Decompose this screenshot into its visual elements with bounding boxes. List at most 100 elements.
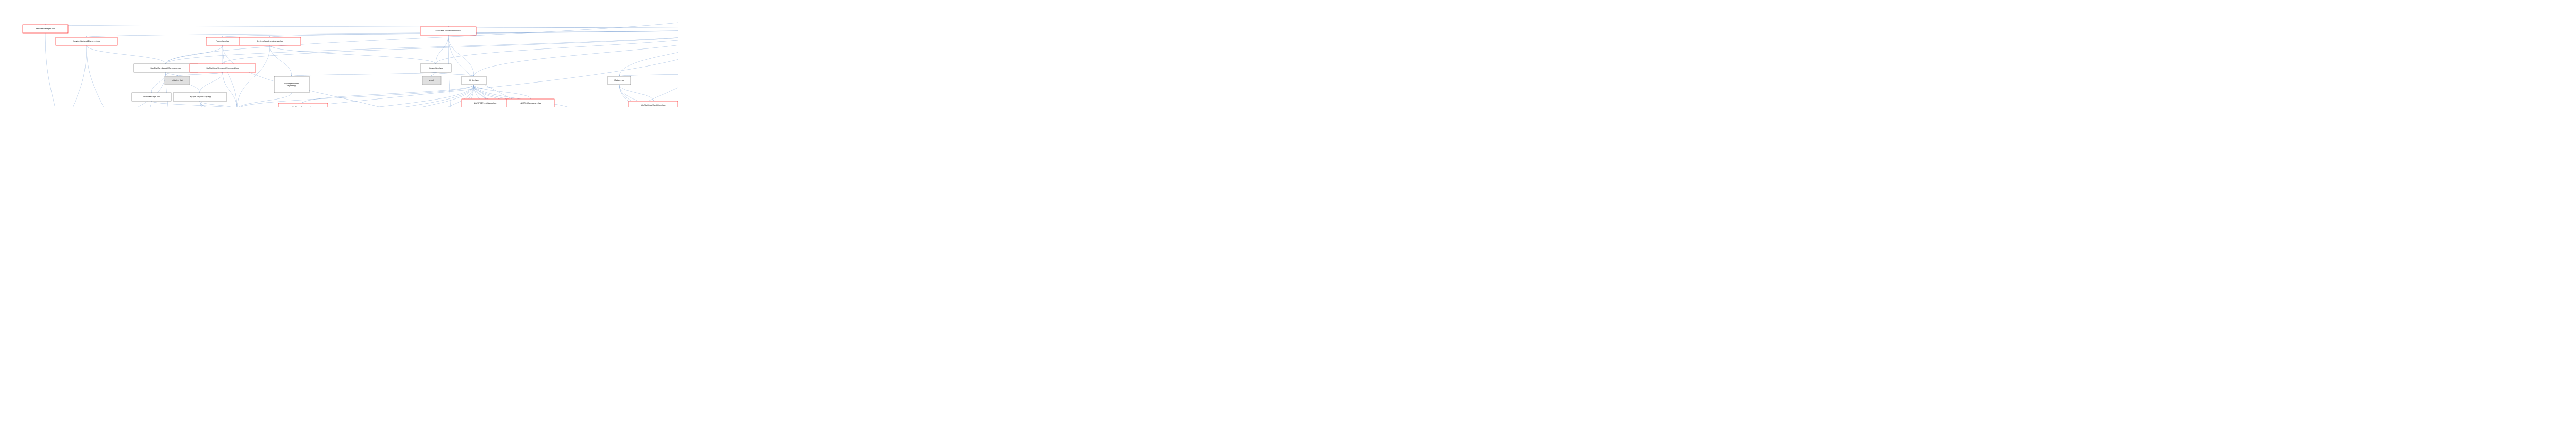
node-label: Lib/Digi/Core/RemoteATCommand.hpp bbox=[206, 67, 239, 69]
edge-n1-n3 bbox=[86, 30, 678, 38]
node-lib-digi-core-localatcommand-hpp[interactable]: Lib/Digi/Core/LocalATCommand.hpp bbox=[133, 63, 198, 73]
node-services-manager-hpp[interactable]: Services/Manager.hpp bbox=[22, 24, 69, 34]
edge-n17-n23 bbox=[151, 101, 229, 107]
edge-n15-n37 bbox=[473, 84, 547, 107]
edge-n6-n44 bbox=[448, 35, 451, 107]
edge-n15-n31 bbox=[402, 84, 474, 107]
edge-arrow bbox=[86, 36, 87, 37]
edge-n3-n9 bbox=[86, 45, 166, 64]
edge-n5-n14 bbox=[269, 45, 292, 77]
edge-n18-n43 bbox=[199, 101, 202, 107]
edge-n15-n33 bbox=[447, 84, 474, 107]
edge-n16-n28 bbox=[619, 84, 633, 107]
edge-n15-n32 bbox=[420, 84, 474, 107]
node-label: QueueMessage.hpp bbox=[143, 96, 160, 98]
edges-layer bbox=[45, 22, 678, 107]
node-box bbox=[422, 76, 442, 85]
edge-n16-n38 bbox=[619, 84, 659, 107]
edge-n1-n2 bbox=[45, 24, 678, 28]
edge-n1-n49 bbox=[634, 87, 678, 107]
edge-arrow bbox=[291, 75, 292, 76]
edge-arrow bbox=[431, 75, 432, 76]
node-box bbox=[506, 98, 555, 107]
node-lib-digi-core-comdriver-hpp[interactable]: Lib/Digi/Core/ComDriver.hpp bbox=[628, 101, 678, 107]
edge-n6-n11 bbox=[435, 35, 449, 64]
edge-n11-n14 bbox=[291, 72, 436, 77]
edge-n18-n23 bbox=[199, 101, 233, 107]
node-connection-hpp[interactable]: Connection.hpp bbox=[420, 63, 452, 73]
edge-n4-n9 bbox=[165, 45, 223, 64]
node-box bbox=[55, 37, 118, 46]
edge-arrow bbox=[473, 75, 474, 76]
node-services-spectrumanalyzer-hpp[interactable]: Services/SpectrumAnalyzer.hpp bbox=[239, 37, 301, 46]
node-label: Lib/Helper/Integrator.hpp bbox=[292, 106, 314, 107]
edge-n1-n15 bbox=[473, 45, 678, 77]
node-lib-helper-integrator-hpp[interactable]: Lib/Helper/Integrator.hpp bbox=[278, 103, 328, 107]
edge-arrow bbox=[653, 100, 654, 101]
edge-arrow bbox=[199, 92, 200, 93]
node-lib-rtos-eventgroup-hpp[interactable]: Lib/RTOS/EventGroup.hpp bbox=[461, 98, 510, 107]
edge-arrow bbox=[619, 75, 620, 76]
edge-n5-n11 bbox=[269, 45, 436, 64]
node-label: initializer_list bbox=[172, 79, 183, 81]
edge-n10-n23 bbox=[222, 72, 237, 107]
node-label: Module.hpp bbox=[614, 79, 624, 81]
edge-n1-n10 bbox=[222, 38, 678, 64]
node-box bbox=[607, 76, 631, 85]
graph-canvas: ServerBase.hppLib/Digi/API/ApplicationBa… bbox=[22, 22, 678, 107]
edge-arrow bbox=[435, 63, 436, 64]
edge-n15-n30 bbox=[374, 84, 474, 107]
node-lib-rtos-semaphore-hpp[interactable]: Lib/RTOS/Semaphore.hpp bbox=[506, 98, 555, 107]
node-label: Services/NetworkDiscovery.hpp bbox=[73, 40, 100, 42]
node-label: Services/Manager.hpp bbox=[36, 28, 55, 30]
edge-n2-n48 bbox=[45, 32, 55, 107]
node-initializer-list: initializer_list bbox=[164, 76, 190, 85]
edge-n9-n17 bbox=[151, 72, 166, 93]
node-cmath: cmath bbox=[422, 76, 442, 85]
edge-arrow bbox=[45, 24, 46, 25]
edge-n16-n22 bbox=[619, 84, 654, 102]
node-box bbox=[189, 63, 256, 73]
node-hi-utz-hpp[interactable]: Hi Utz.hpp bbox=[461, 76, 487, 85]
edge-n10-n12 bbox=[177, 72, 223, 77]
edge-n1-n9 bbox=[165, 37, 678, 64]
edge-n15-n19 bbox=[302, 84, 474, 104]
edge-arrow bbox=[485, 98, 486, 99]
edge-arrow bbox=[530, 98, 531, 99]
nodes-layer: ServerBase.hppLib/Digi/API/ApplicationBa… bbox=[22, 24, 678, 107]
node-label: Connection.hpp bbox=[429, 67, 443, 69]
edge-n15-n23 bbox=[239, 84, 474, 107]
node-box bbox=[628, 101, 678, 107]
node-label: Lib/RTOS/EventGroup.hpp bbox=[474, 102, 497, 104]
node-box bbox=[131, 92, 172, 102]
edge-n6-n15 bbox=[448, 35, 474, 77]
node-label: Lib/Digi/Core/ComDriver.hpp bbox=[641, 104, 666, 106]
edge-n5-n23 bbox=[237, 45, 270, 107]
edge-n0-n9 bbox=[165, 22, 678, 64]
edge-n11-n15 bbox=[435, 72, 474, 77]
node-label: Parameters.hpp bbox=[216, 40, 229, 42]
node-box bbox=[420, 26, 477, 36]
node-box bbox=[22, 24, 69, 34]
edge-arrow bbox=[222, 36, 223, 37]
edge-n15-n34 bbox=[466, 84, 474, 107]
node-module-hpp[interactable]: Module.hpp bbox=[607, 76, 631, 85]
edge-n15-n21 bbox=[473, 84, 531, 100]
edge-n9-n48 bbox=[137, 72, 166, 107]
node-services-channelscanner-hpp[interactable]: Services/ChannelScanner.hpp bbox=[420, 26, 477, 36]
node-lib-digi-core-remoteatcommand-hpp[interactable]: Lib/Digi/Core/RemoteATCommand.hpp bbox=[189, 63, 256, 73]
edge-n8-n16 bbox=[619, 74, 678, 77]
node-box bbox=[239, 37, 301, 46]
node-label: Lib/Inspect.const bbox=[284, 82, 299, 85]
node-box bbox=[274, 76, 310, 93]
include-dependency-graph: ServerBase.hppLib/Digi/API/ApplicationBa… bbox=[0, 0, 678, 107]
node-parameters-hpp[interactable]: Parameters.hpp bbox=[206, 37, 240, 46]
node-lib-digi-core-message-hpp[interactable]: Lib/Digi/Core/Message.hpp bbox=[173, 92, 227, 102]
node-label: Services/ChannelScanner.hpp bbox=[435, 30, 461, 32]
node-label: Lib/RTOS/Semaphore.hpp bbox=[520, 102, 541, 104]
edge-n11-n13 bbox=[431, 72, 436, 77]
node-label: Lib/Digi/Core/Message.hpp bbox=[189, 96, 211, 98]
node-services-networkdiscovery-hpp[interactable]: Services/NetworkDiscovery.hpp bbox=[55, 37, 118, 46]
node-queuemessage-hpp[interactable]: QueueMessage.hpp bbox=[131, 92, 172, 102]
